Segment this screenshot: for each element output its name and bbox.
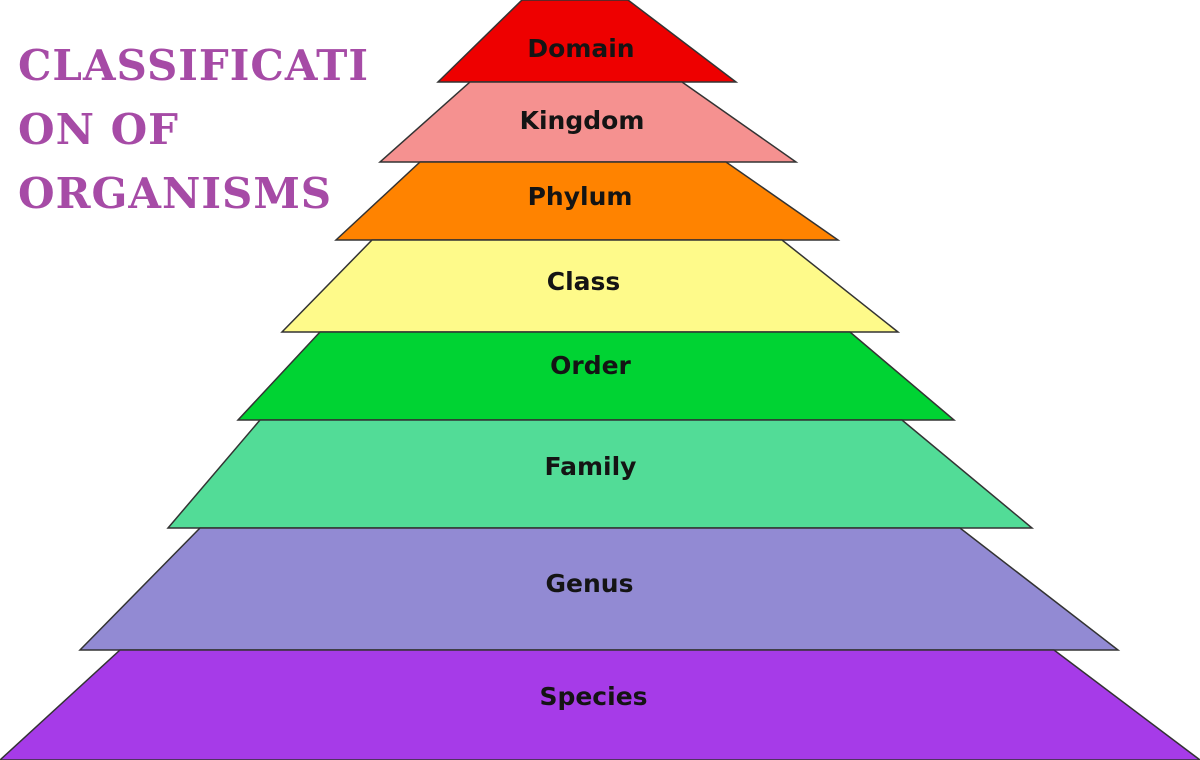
pyramid-label-species: Species <box>539 682 647 711</box>
pyramid-level-species <box>0 649 1200 760</box>
pyramid-level-domain <box>436 0 739 83</box>
pyramid-label-domain: Domain <box>527 34 634 63</box>
pyramid-level-order <box>236 331 957 421</box>
pyramid-level-class <box>280 239 901 333</box>
pyramid-level-phylum <box>334 161 841 241</box>
pyramid-label-class: Class <box>547 267 621 296</box>
pyramid-label-family: Family <box>545 452 637 481</box>
pyramid-label-phylum: Phylum <box>528 182 633 211</box>
pyramid-level-family <box>166 419 1035 529</box>
title-line-2: ON OF <box>18 105 180 154</box>
pyramid-level-kingdom <box>378 81 799 163</box>
page-title: CLASSIFICATI ON OF ORGANISMS <box>18 34 378 226</box>
pyramid-label-genus: Genus <box>546 569 634 598</box>
pyramid-label-kingdom: Kingdom <box>520 106 645 135</box>
pyramid-level-genus <box>78 527 1121 651</box>
title-line-1: CLASSIFICATI <box>18 41 370 90</box>
pyramid-label-order: Order <box>550 351 631 380</box>
title-line-3: ORGANISMS <box>18 169 333 218</box>
